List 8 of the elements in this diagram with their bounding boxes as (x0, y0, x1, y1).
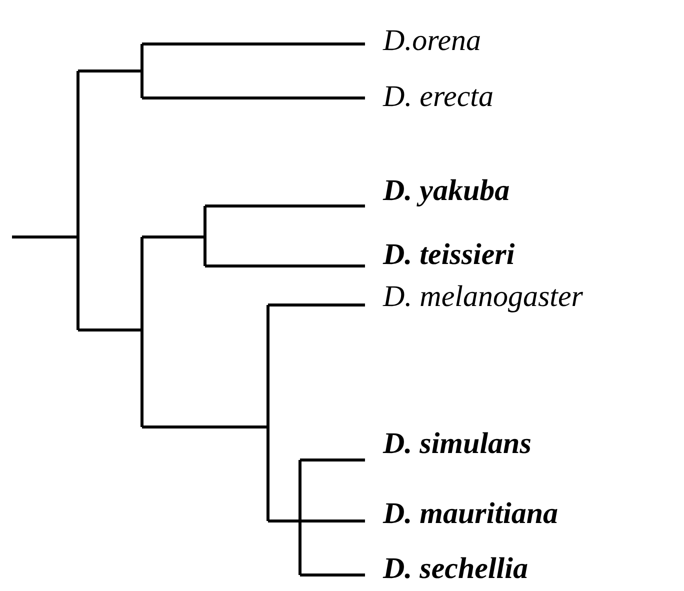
species-label: D.orena (383, 24, 482, 58)
species-label: D. erecta (383, 80, 494, 114)
species-label: D. simulans (383, 427, 532, 461)
species-label: D. melanogaster (383, 280, 583, 314)
species-label: D. yakuba (383, 174, 510, 208)
species-label: D. sechellia (383, 552, 528, 586)
species-label: D. teissieri (383, 238, 515, 272)
species-label: D. mauritiana (383, 497, 558, 531)
